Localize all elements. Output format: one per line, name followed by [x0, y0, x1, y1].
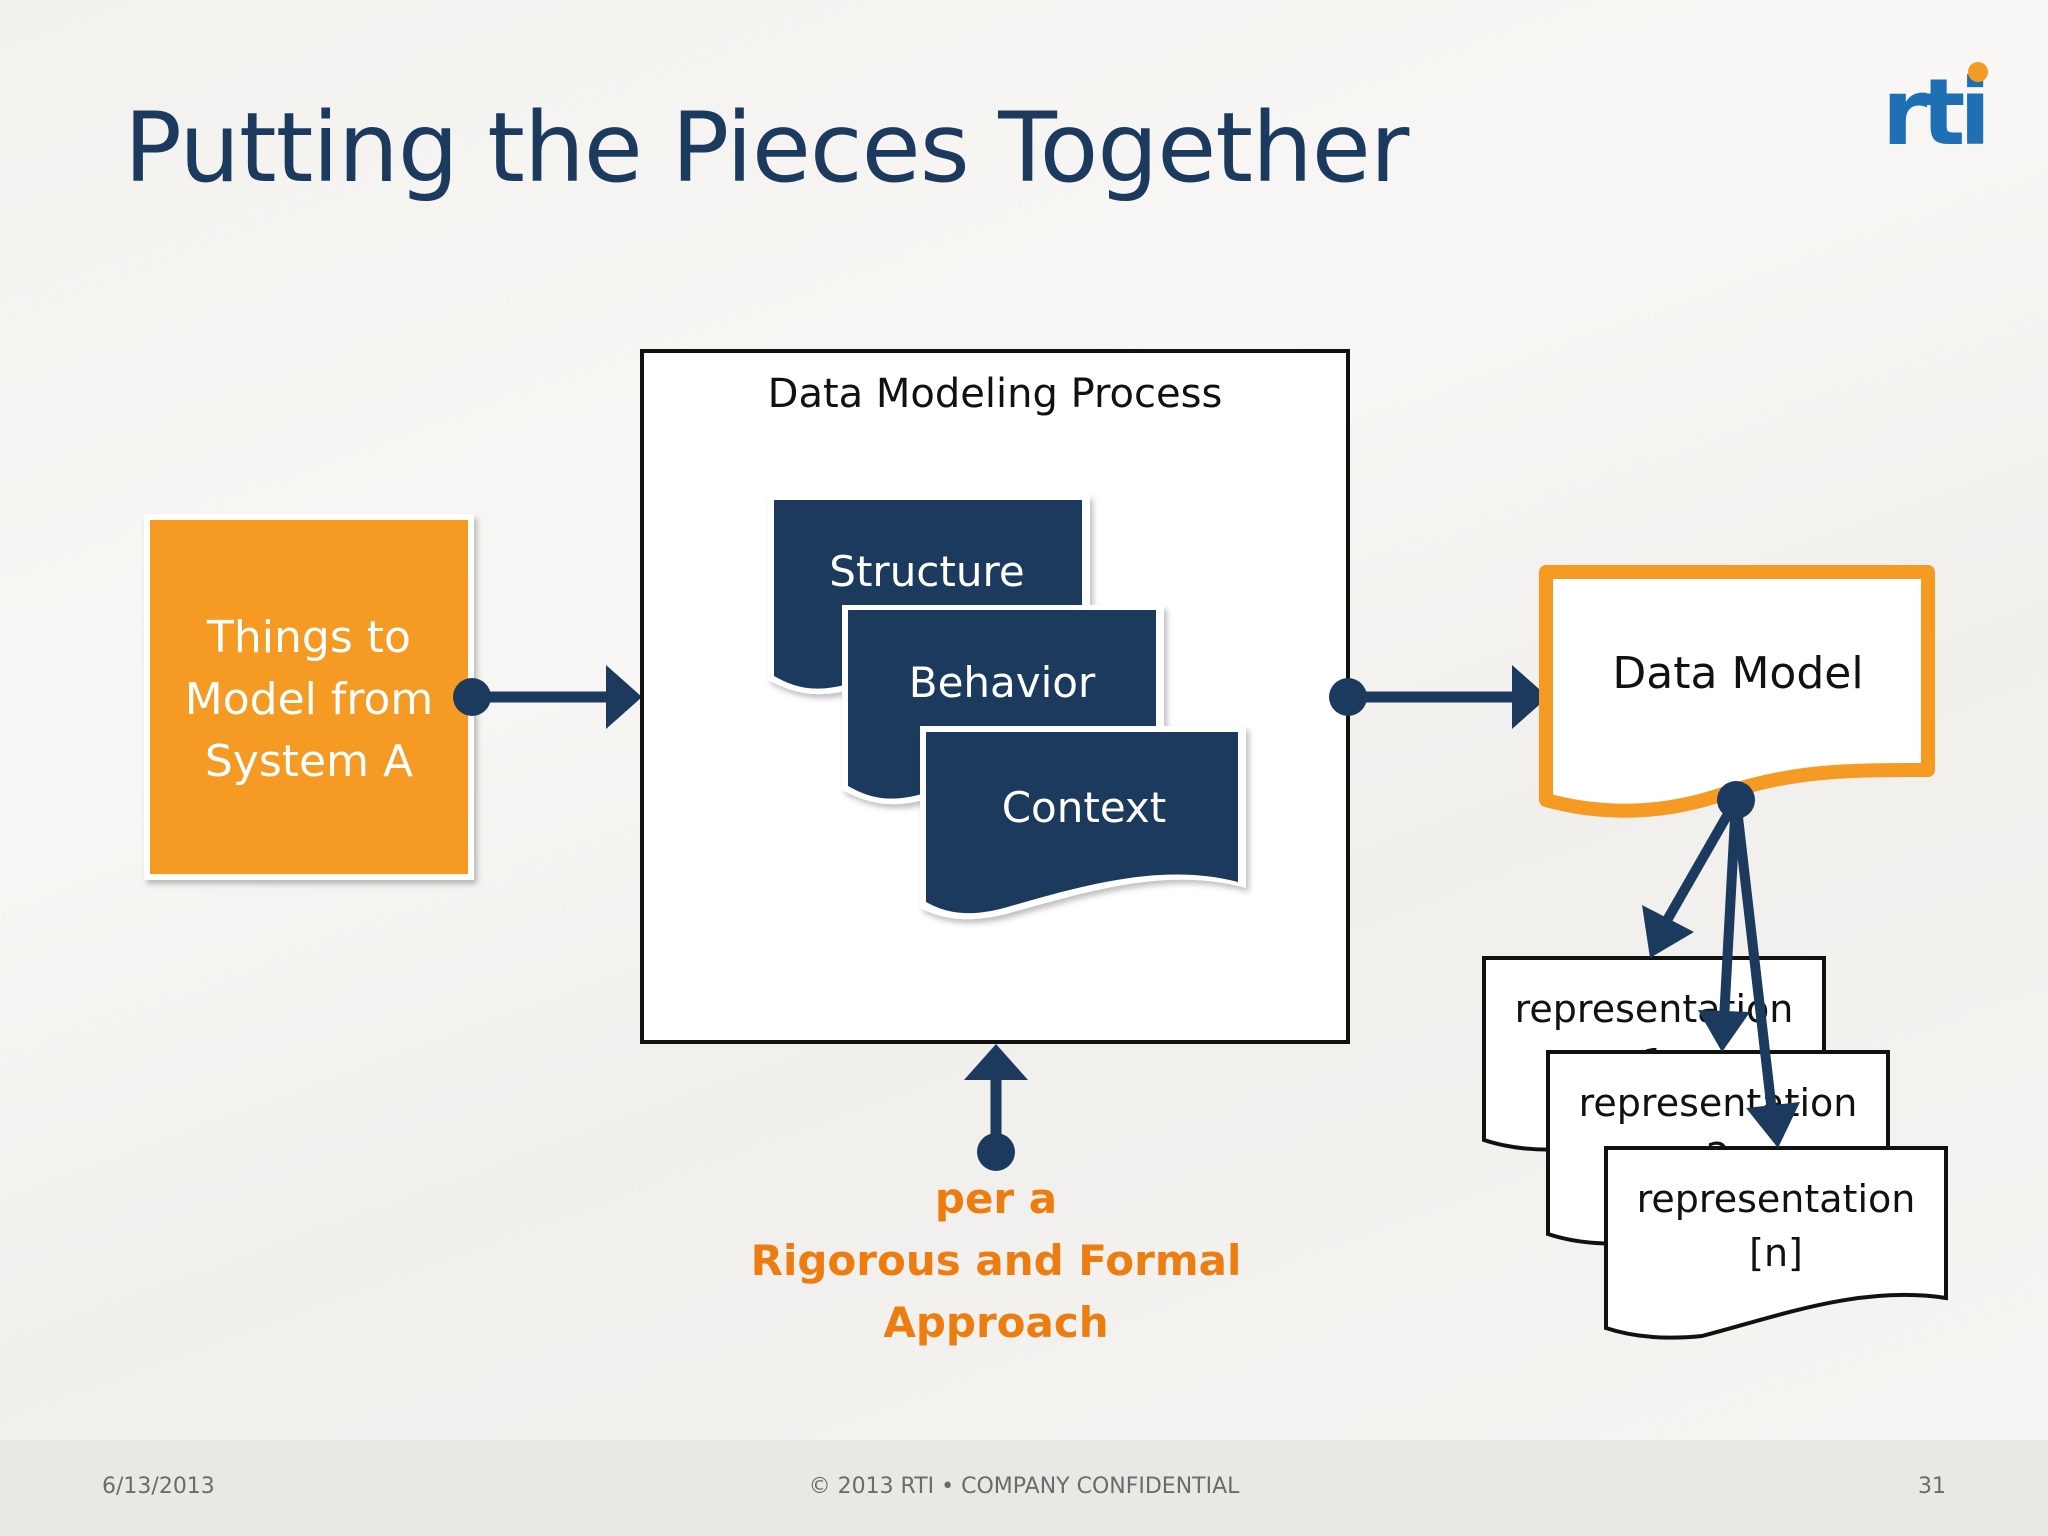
representation-n: representation [n]: [1604, 1146, 1948, 1340]
representation-2-line-1: representation: [1579, 1081, 1858, 1125]
representation-1-line-1: representation: [1515, 987, 1794, 1031]
footer-date: 6/13/2013: [102, 1474, 215, 1499]
arrow-source-to-process: [453, 665, 642, 729]
approach-text: per a Rigorous and Formal Approach: [700, 1168, 1292, 1354]
doc-behavior-label: Behavior: [909, 658, 1096, 707]
output-box: Data Model: [1539, 565, 1935, 818]
footer-copyright: © 2013 RTI • COMPANY CONFIDENTIAL: [808, 1474, 1240, 1499]
approach-line-2: Rigorous and Formal: [750, 1236, 1242, 1285]
slide-title: Putting the Pieces Together: [124, 92, 1409, 204]
arrow-head-rep-2: [1698, 1010, 1750, 1052]
representation-n-line-2: [n]: [1749, 1231, 1803, 1275]
arrow-head-rep-n: [1746, 1102, 1800, 1148]
source-line-1: Things to: [206, 612, 411, 663]
representation-n-line-1: representation: [1637, 1177, 1916, 1221]
slide-footer: 6/13/2013 © 2013 RTI • COMPANY CONFIDENT…: [0, 1440, 2048, 1536]
source-box: Things to Model from System A: [144, 514, 474, 880]
doc-context: Context: [920, 726, 1246, 920]
arrow-approach-to-process: [964, 1044, 1028, 1171]
source-line-2: Model from: [185, 674, 434, 725]
arrows-model-to-representations: [1642, 781, 1800, 1148]
rti-logo: rti: [1882, 59, 1990, 156]
arrow-head-rep-1: [1642, 905, 1694, 958]
approach-line-1: per a: [934, 1174, 1058, 1223]
source-line-3: System A: [205, 736, 413, 787]
approach-line-3: Approach: [883, 1298, 1109, 1347]
process-box: Data Modeling Process: [640, 349, 1350, 1044]
doc-structure-label: Structure: [829, 547, 1024, 596]
footer-page-number: 31: [1918, 1474, 1946, 1499]
arrow-process-to-output: [1329, 665, 1548, 729]
doc-context-label: Context: [1002, 783, 1167, 832]
output-box-label: Data Model: [1612, 648, 1863, 699]
process-box-title: Data Modeling Process: [768, 371, 1223, 417]
